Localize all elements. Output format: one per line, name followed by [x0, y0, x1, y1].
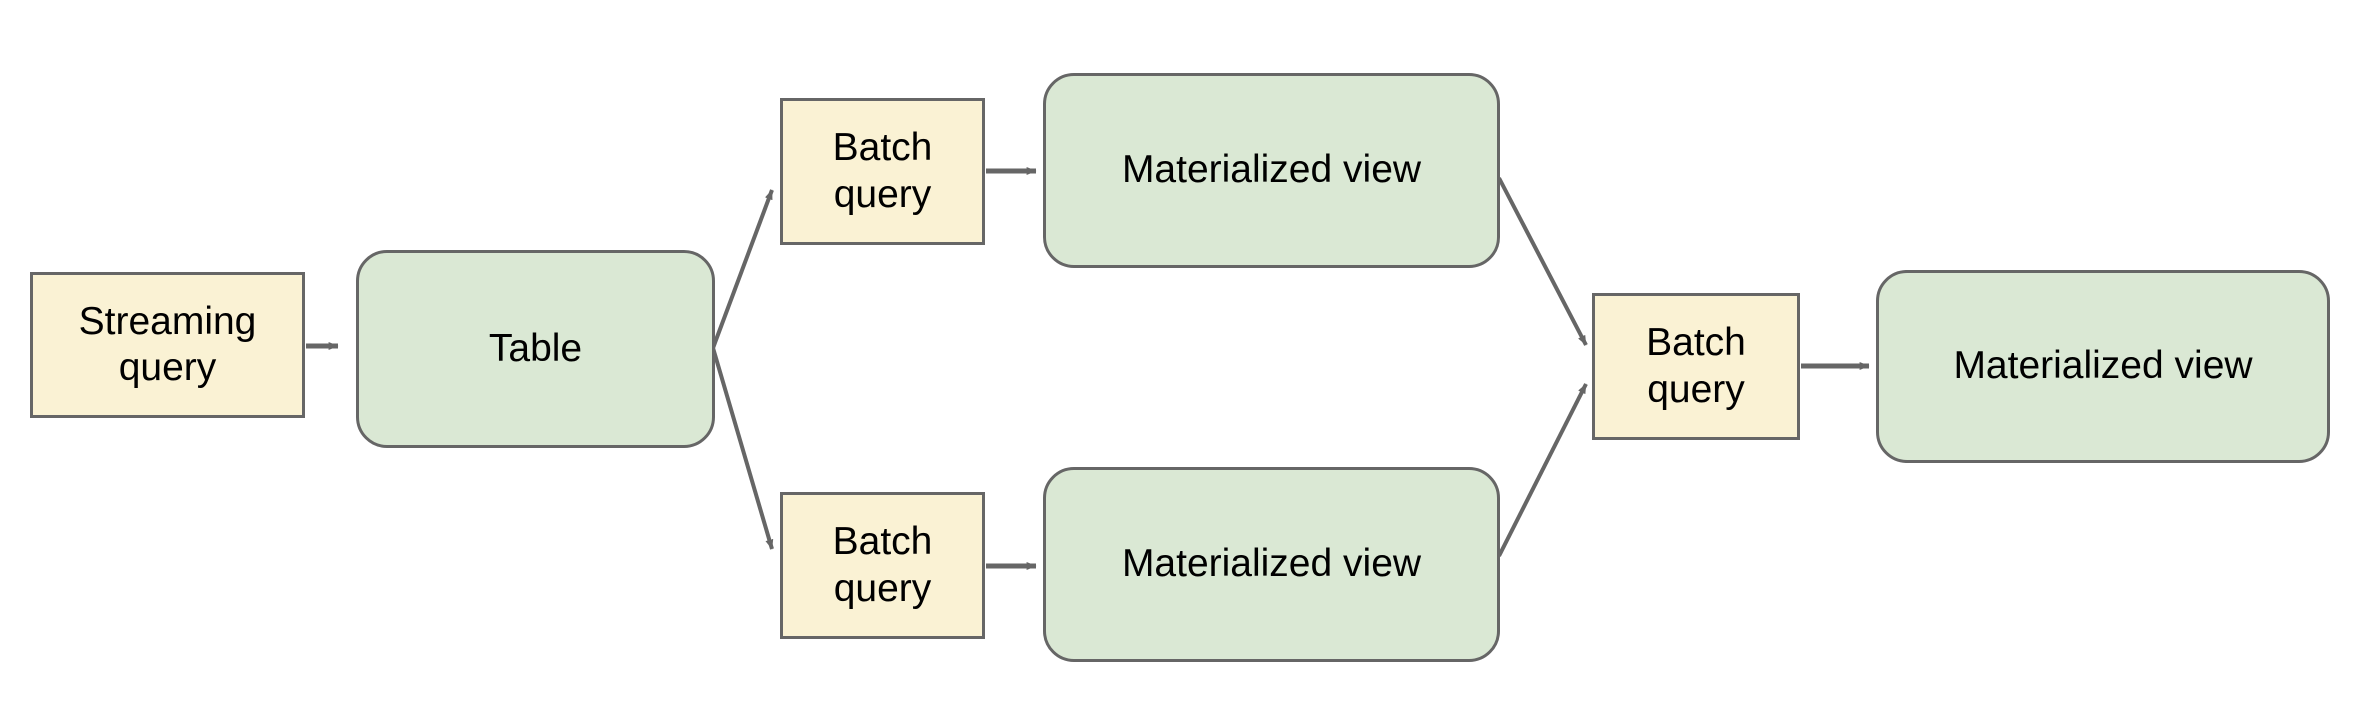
node-streaming-query[interactable]: Streaming query	[30, 272, 305, 418]
node-label: Materialized view	[1953, 344, 2253, 388]
edge-table-to-batch-bottom	[711, 347, 774, 550]
edge-table-to-batch-top	[711, 189, 774, 349]
edge-mv-top-to-batch-right	[1497, 177, 1588, 346]
node-table[interactable]: Table	[356, 250, 715, 448]
node-label: Batch query	[832, 126, 933, 216]
node-batch-query-top[interactable]: Batch query	[780, 98, 985, 245]
node-label: Materialized view	[1121, 148, 1422, 192]
node-label: Streaming query	[78, 299, 257, 389]
node-label: Batch query	[832, 520, 933, 610]
node-label: Table	[488, 326, 583, 370]
node-materialized-view-final[interactable]: Materialized view	[1876, 270, 2330, 463]
node-label: Materialized view	[1121, 542, 1422, 586]
node-materialized-view-bottom[interactable]: Materialized view	[1043, 467, 1500, 662]
node-materialized-view-top[interactable]: Materialized view	[1043, 73, 1500, 268]
edge-mv-bottom-to-batch-right	[1497, 383, 1588, 557]
node-batch-query-bottom[interactable]: Batch query	[780, 492, 985, 639]
node-batch-query-right[interactable]: Batch query	[1592, 293, 1800, 440]
node-label: Batch query	[1646, 321, 1746, 411]
